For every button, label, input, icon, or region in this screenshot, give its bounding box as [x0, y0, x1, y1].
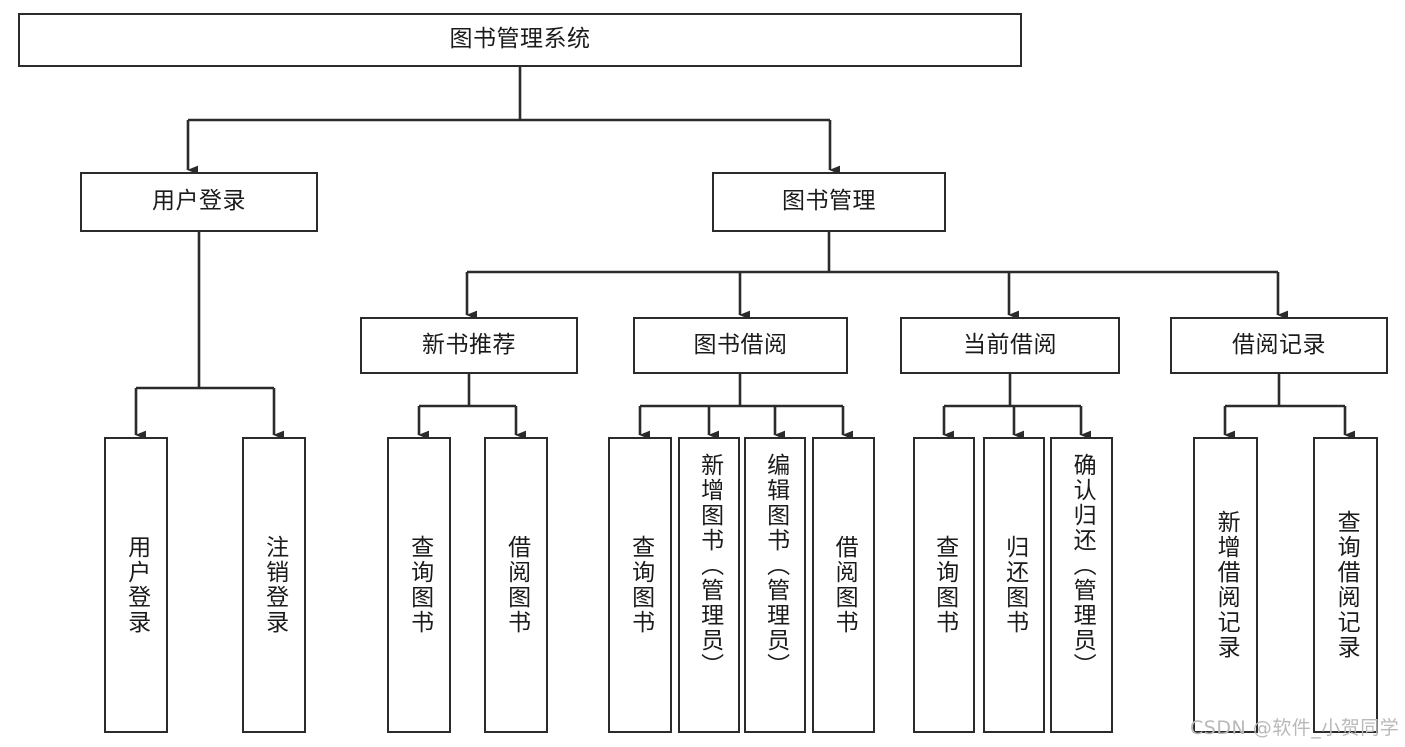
node-leaf-add-book-admin[interactable]: 新增图书（管理员） [678, 437, 740, 733]
node-root-label: 图书管理系统 [449, 26, 591, 53]
node-leaf-confirm-return-admin[interactable]: 确认归还（管理员） [1050, 437, 1113, 733]
node-current-borrow-label: 当前借阅 [963, 331, 1057, 358]
node-leaf-query-borrow-record-label: 查询借阅记录 [1333, 510, 1360, 660]
node-book-borrow-label: 图书借阅 [693, 331, 788, 358]
edge-group-book-borrow [638, 374, 854, 440]
node-leaf-user-login-label: 用户登录 [123, 535, 150, 635]
node-leaf-query-book-recommend-label: 查询图书 [406, 535, 433, 635]
node-leaf-return-book-label: 归还图书 [1001, 535, 1028, 635]
node-leaf-query-book-current-label: 查询图书 [931, 535, 958, 635]
node-book-management[interactable]: 图书管理 [712, 172, 946, 232]
node-leaf-edit-book-admin[interactable]: 编辑图书（管理员） [744, 437, 806, 733]
node-leaf-borrow-book-label: 借阅图书 [831, 535, 858, 635]
node-leaf-add-borrow-record[interactable]: 新增借阅记录 [1193, 437, 1258, 733]
node-leaf-query-book-borrow-label: 查询图书 [627, 535, 654, 635]
node-leaf-borrow-book-recommend-label: 借阅图书 [503, 535, 530, 635]
node-borrow-record[interactable]: 借阅记录 [1170, 317, 1388, 374]
node-book-borrow[interactable]: 图书借阅 [633, 317, 848, 374]
node-leaf-query-book-borrow[interactable]: 查询图书 [608, 437, 672, 733]
node-leaf-add-book-admin-label: 新增图书（管理员） [696, 453, 723, 678]
edge-group-current-borrow [942, 374, 1092, 440]
node-new-book-recommend-label: 新书推荐 [422, 331, 516, 358]
node-new-book-recommend[interactable]: 新书推荐 [360, 317, 578, 374]
edge-group-borrow-record [1223, 374, 1356, 440]
node-leaf-add-borrow-record-label: 新增借阅记录 [1213, 510, 1240, 660]
edge-group-root [186, 67, 841, 175]
node-leaf-confirm-return-admin-label: 确认归还（管理员） [1069, 453, 1096, 678]
edge-group-user-login [134, 232, 285, 440]
node-leaf-query-borrow-record[interactable]: 查询借阅记录 [1313, 437, 1378, 733]
csdn-watermark: CSDN @软件_小贺同学 [1190, 717, 1400, 739]
node-leaf-edit-book-admin-label: 编辑图书（管理员） [762, 453, 789, 678]
node-borrow-record-label: 借阅记录 [1232, 331, 1326, 358]
node-current-borrow[interactable]: 当前借阅 [900, 317, 1120, 374]
node-book-management-label: 图书管理 [782, 188, 876, 215]
node-root[interactable]: 图书管理系统 [18, 13, 1022, 67]
node-leaf-user-logout[interactable]: 注销登录 [242, 437, 306, 733]
node-leaf-query-book-recommend[interactable]: 查询图书 [387, 437, 451, 733]
edge-group-book-management [465, 232, 1289, 320]
node-leaf-query-book-current[interactable]: 查询图书 [913, 437, 975, 733]
node-user-login-label: 用户登录 [152, 188, 246, 215]
node-leaf-borrow-book[interactable]: 借阅图书 [812, 437, 875, 733]
node-leaf-user-login[interactable]: 用户登录 [104, 437, 168, 733]
node-user-login[interactable]: 用户登录 [80, 172, 318, 232]
node-leaf-borrow-book-recommend[interactable]: 借阅图书 [484, 437, 548, 733]
node-leaf-return-book[interactable]: 归还图书 [983, 437, 1045, 733]
edge-group-new-book-recommend [417, 374, 527, 440]
node-leaf-user-logout-label: 注销登录 [261, 535, 288, 635]
